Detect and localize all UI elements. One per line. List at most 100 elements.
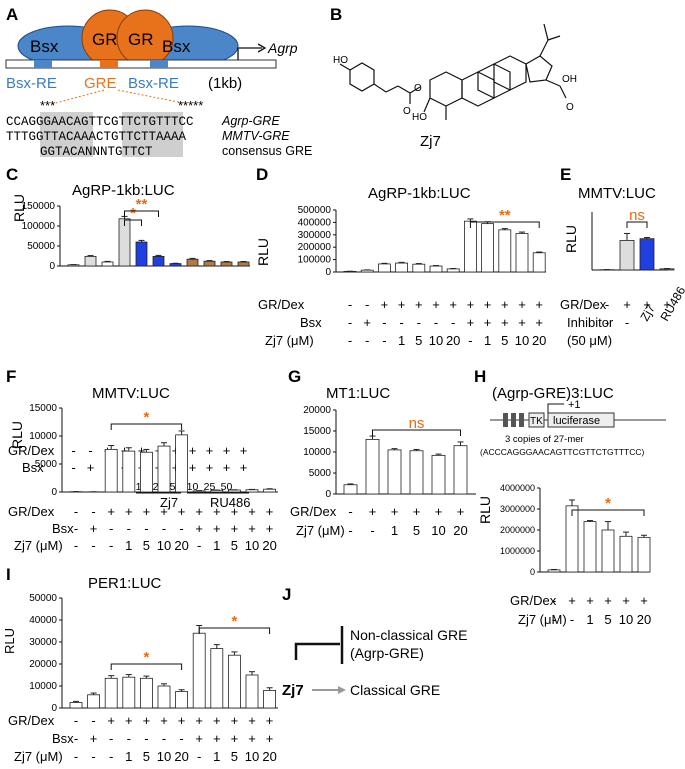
h-copies: 3 copies of 27-mer [505, 434, 584, 445]
chart-d-row1-sign: + [398, 297, 406, 312]
chart-g-row1-sign: + [369, 504, 377, 519]
chart-d-ytick-label: 300000 [298, 230, 332, 241]
panel-label-g: G [288, 367, 301, 386]
chart-i-ytick-label: 30000 [29, 637, 57, 648]
chart-i-row3-val: 5 [231, 749, 238, 764]
chart-f-ytick-label: 5000 [35, 459, 58, 470]
chart-d-title: AgRP-1kb:LUC [368, 185, 471, 202]
chart-d-ytick-label: 200000 [298, 242, 332, 253]
chart-c-ytick-label: 50000 [27, 241, 55, 252]
chart-f-row3-label: Zj7 (μM) [14, 538, 63, 553]
chart-c-row1-sign: + [240, 443, 248, 458]
conserved-stars-left: *** [40, 98, 55, 113]
seq-highlight-left [40, 112, 93, 157]
chart-c-row2-sign: + [87, 460, 95, 475]
tk-box [528, 412, 545, 428]
chart-f-bar [227, 489, 241, 493]
chart-c-ytick-label: 0 [49, 261, 55, 272]
chart-i-row3-val: 5 [143, 749, 150, 764]
chart-i-row3-val: 20 [174, 749, 188, 764]
chart-c-dose: 50 [221, 481, 233, 493]
chart-i-bar [104, 677, 118, 709]
chart-f-bar [210, 489, 224, 493]
chart-c-row1-sign: + [121, 443, 129, 458]
chart-f-row3-val: 20 [174, 538, 188, 553]
chart-d-bar [498, 229, 512, 273]
chart-f-row1-sign: - [91, 504, 95, 519]
chart-g-bar [387, 449, 402, 495]
chart-h-row1-sign: + [568, 593, 576, 608]
chart-d: 0100000200000300000400000500000--+++++++… [298, 205, 547, 348]
chart-g-row3-val: - [370, 523, 374, 538]
chart-e-row1-sign: + [643, 297, 651, 312]
chart-i-row2-sign: + [213, 731, 221, 746]
chart-i-bar [227, 654, 241, 709]
chart-g-row1-sign: + [435, 504, 443, 519]
chart-g-title: MT1:LUC [326, 385, 390, 402]
chart-f-row3-val: - [109, 538, 113, 553]
chart-g-row3-val: - [348, 523, 352, 538]
chart-c: 050000100000150000--+++++++++-+-++++++++… [22, 196, 250, 494]
chart-h-ytick-label: 1000000 [500, 546, 535, 556]
chart-h-bar [619, 535, 633, 573]
chart-h-row3-val: 5 [604, 612, 611, 627]
h-seq: (ACCCAGGGAACAGTTCGTTCTGTTTCC) [480, 447, 644, 457]
chart-h-row3-val: 1 [586, 612, 593, 627]
j-target2: Classical GRE [350, 682, 440, 698]
chart-d-row2-sign: + [518, 315, 526, 330]
bsx-re-box-left [34, 60, 52, 68]
chart-h-ytick-label: 0 [530, 567, 535, 577]
gre-box [100, 60, 118, 68]
chart-i-row2-sign: + [90, 731, 98, 746]
chart-g-bar [431, 454, 446, 495]
chart-c-ytick-label: 100000 [22, 221, 56, 232]
gre-copy-2 [511, 413, 516, 427]
chart-d-row2-sign: - [434, 315, 438, 330]
chart-g-row1-sign: - [348, 504, 352, 519]
panel-label-j: J [282, 585, 291, 604]
chart-f-row1-sign: - [74, 504, 78, 519]
chart-i-row1-sign: + [248, 713, 256, 728]
chart-f-row3-val: - [91, 538, 95, 553]
chart-g-sig-bracket [372, 429, 461, 436]
chart-d-bar [532, 252, 546, 273]
chart-d-bar [360, 269, 374, 273]
chart-d-row3-val: - [348, 333, 352, 348]
seq-agrp-name: Agrp-GRE [221, 114, 280, 128]
chart-f-row1-sign: + [125, 504, 133, 519]
chart-i-row3-val: 10 [245, 749, 259, 764]
chart-h-row3-val: 10 [619, 612, 633, 627]
seq-agrp: CCAGGGAACAGTTCGTTCTGTTTCC [6, 115, 194, 129]
chart-i-title: PER1:LUC [88, 575, 162, 592]
chart-i-row1-sign: + [143, 713, 151, 728]
chart-c-row2-label: Bsx [22, 460, 44, 475]
chart-i-bar [69, 702, 83, 709]
chart-d-row3-val: 10 [429, 333, 443, 348]
j-target1a: Non-classical GRE [350, 627, 467, 643]
chart-i-row1-sign: + [125, 713, 133, 728]
chart-i-bar [139, 677, 153, 709]
chart-h-row1-sign: + [586, 593, 594, 608]
chart-i-row2-sign: - [127, 731, 131, 746]
chart-c-sig-label: ** [136, 196, 148, 213]
chart-c-title: AgRP-1kb:LUC [72, 182, 175, 199]
chart-h-row3-label: Zj7 (μM) [518, 612, 567, 627]
chart-g-ytick-label: 0 [325, 489, 331, 500]
bsx-re-label-left: Bsx-RE [6, 75, 57, 92]
chart-f-row2-sign: + [248, 521, 256, 536]
chart-i-row3-val: - [91, 749, 95, 764]
chart-h-sig-label: * [605, 495, 611, 512]
chart-f-sig-label: * [143, 409, 149, 426]
chart-d-row2-sign: - [399, 315, 403, 330]
chart-e-row3-label: (50 μM) [567, 333, 612, 348]
chart-g-ytick-label: 10000 [303, 447, 331, 458]
chart-f-row3-val: 5 [143, 538, 150, 553]
chart-f-row1-sign: + [143, 504, 151, 519]
chart-c-bar [84, 255, 97, 267]
chart-e-inhibitor-name: RU486 [657, 284, 685, 324]
chart-h-bar [547, 569, 561, 573]
chart-d-row3-val: 1 [398, 333, 405, 348]
luciferase-label: luciferase [553, 415, 600, 427]
